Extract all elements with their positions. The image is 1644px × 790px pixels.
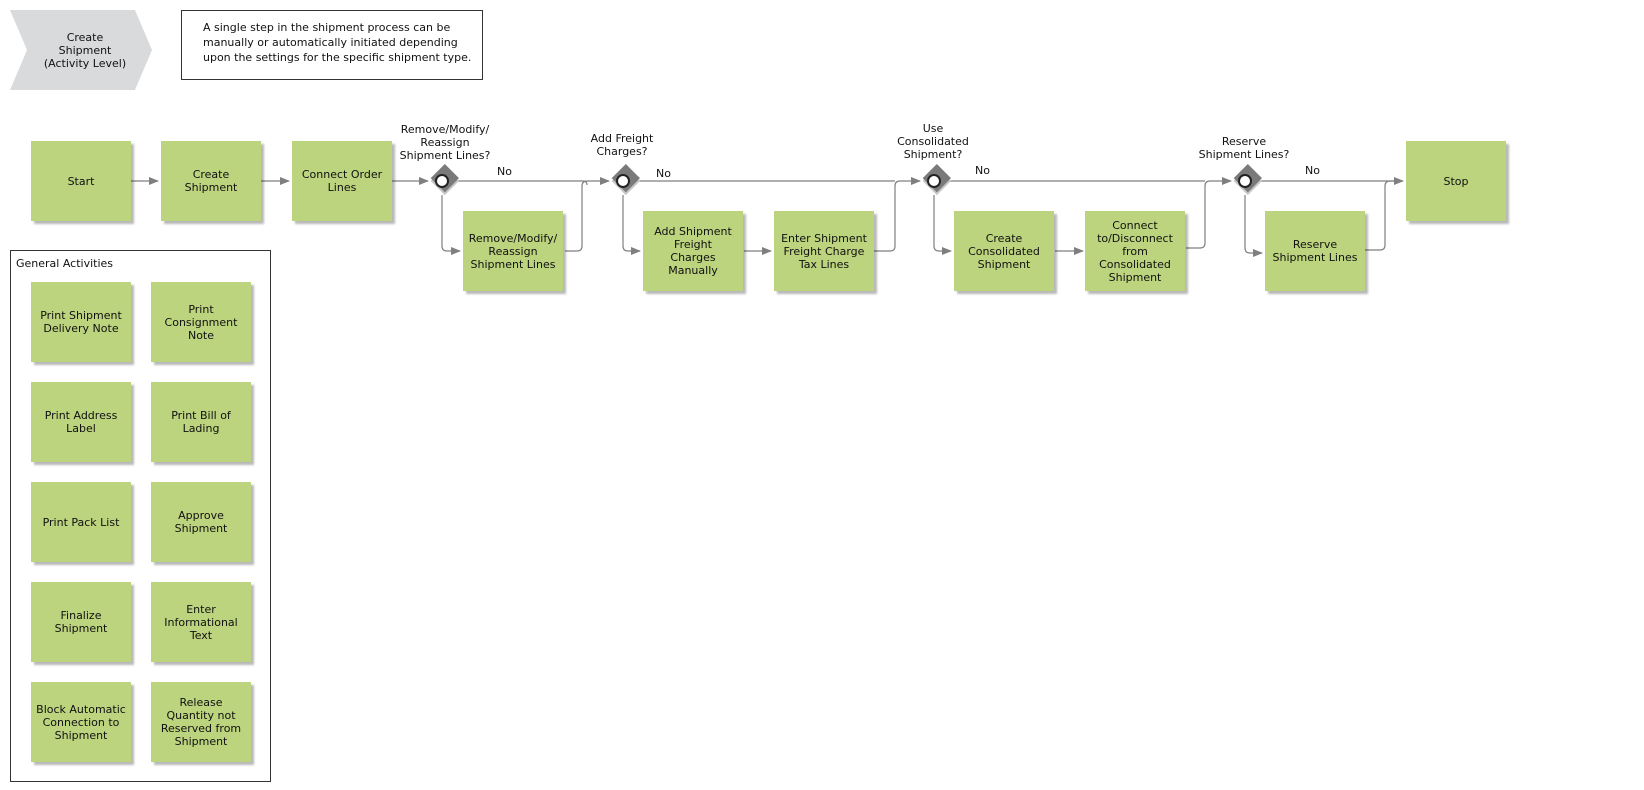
general-activity-print-delivery-note[interactable]: Print Shipment Delivery Note (31, 282, 131, 362)
gateway-3[interactable] (922, 164, 951, 196)
enter-freight-tax-activity[interactable]: Enter Shipment Freight Charge Tax Lines (774, 211, 874, 291)
gateway-2-marker-icon (616, 174, 630, 188)
start-node[interactable]: Start (31, 141, 131, 221)
gateway-1-marker-icon (435, 174, 449, 188)
connector-gw2-yes (622, 195, 641, 255)
create-consolidated-activity[interactable]: Create Consolidated Shipment (954, 211, 1054, 291)
connector-gw1-no (456, 180, 588, 186)
gateway-1-no-label: No (497, 165, 512, 178)
gateway-3-no-label: No (975, 164, 990, 177)
activity-level-chevron: Create Shipment (Activity Level) (10, 10, 152, 90)
connector-tax-merge (874, 177, 921, 252)
gateway-4-no-label: No (1305, 164, 1320, 177)
connect-disconnect-consolidated-activity[interactable]: Connect to/Disconnect from Consolidated … (1085, 211, 1185, 291)
gateway-2-question: Add Freight Charges? (590, 132, 654, 158)
connector-connect-merge (1186, 177, 1232, 249)
connector-reserve-merge (1365, 177, 1404, 251)
gateway-2[interactable] (611, 164, 640, 196)
add-freight-charges-activity[interactable]: Add Shipment Freight Charges Manually (643, 211, 743, 291)
general-activity-approve-shipment[interactable]: Approve Shipment (151, 482, 251, 562)
gateway-4-marker-icon (1238, 174, 1252, 188)
general-activity-print-consignment-note[interactable]: Print Consignment Note (151, 282, 251, 362)
gateway-3-question: Use Consolidated Shipment? (897, 122, 969, 161)
connect-order-lines-activity[interactable]: Connect Order Lines (292, 141, 392, 221)
create-shipment-activity[interactable]: Create Shipment (161, 141, 261, 221)
general-activity-enter-informational-text[interactable]: Enter Informational Text (151, 582, 251, 662)
activity-level-label: Create Shipment (Activity Level) (43, 30, 127, 70)
gateway-3-marker-icon (927, 174, 941, 188)
gateway-1[interactable] (430, 164, 459, 196)
general-activity-finalize-shipment[interactable]: Finalize Shipment (31, 582, 131, 662)
gateway-4[interactable] (1233, 164, 1262, 196)
general-activity-print-bill-of-lading[interactable]: Print Bill of Lading (151, 382, 251, 462)
general-activity-block-automatic-connection[interactable]: Block Automatic Connection to Shipment (31, 682, 131, 762)
general-activity-print-pack-list[interactable]: Print Pack List (31, 482, 131, 562)
general-activity-print-address-label[interactable]: Print Address Label (31, 382, 131, 462)
gateway-2-no-label: No (656, 167, 671, 180)
general-activities-title: General Activities (16, 257, 114, 270)
reserve-lines-activity[interactable]: Reserve Shipment Lines (1265, 211, 1365, 291)
stop-node[interactable]: Stop (1406, 141, 1506, 221)
general-activity-release-quantity[interactable]: Release Quantity not Reserved from Shipm… (151, 682, 251, 762)
general-activities-group (10, 250, 271, 782)
process-note: A single step in the shipment process ca… (181, 10, 483, 80)
connector-gw4-yes (1244, 195, 1263, 257)
connector-remove-merge (565, 177, 610, 252)
remove-modify-reassign-activity[interactable]: Remove/Modify/ Reassign Shipment Lines (463, 211, 563, 291)
gateway-4-question: Reserve Shipment Lines? (1198, 135, 1290, 161)
gateway-1-question: Remove/Modify/ Reassign Shipment Lines? (399, 123, 491, 162)
connector-gw3-yes (933, 195, 952, 255)
connector-gw1-yes (441, 195, 461, 255)
